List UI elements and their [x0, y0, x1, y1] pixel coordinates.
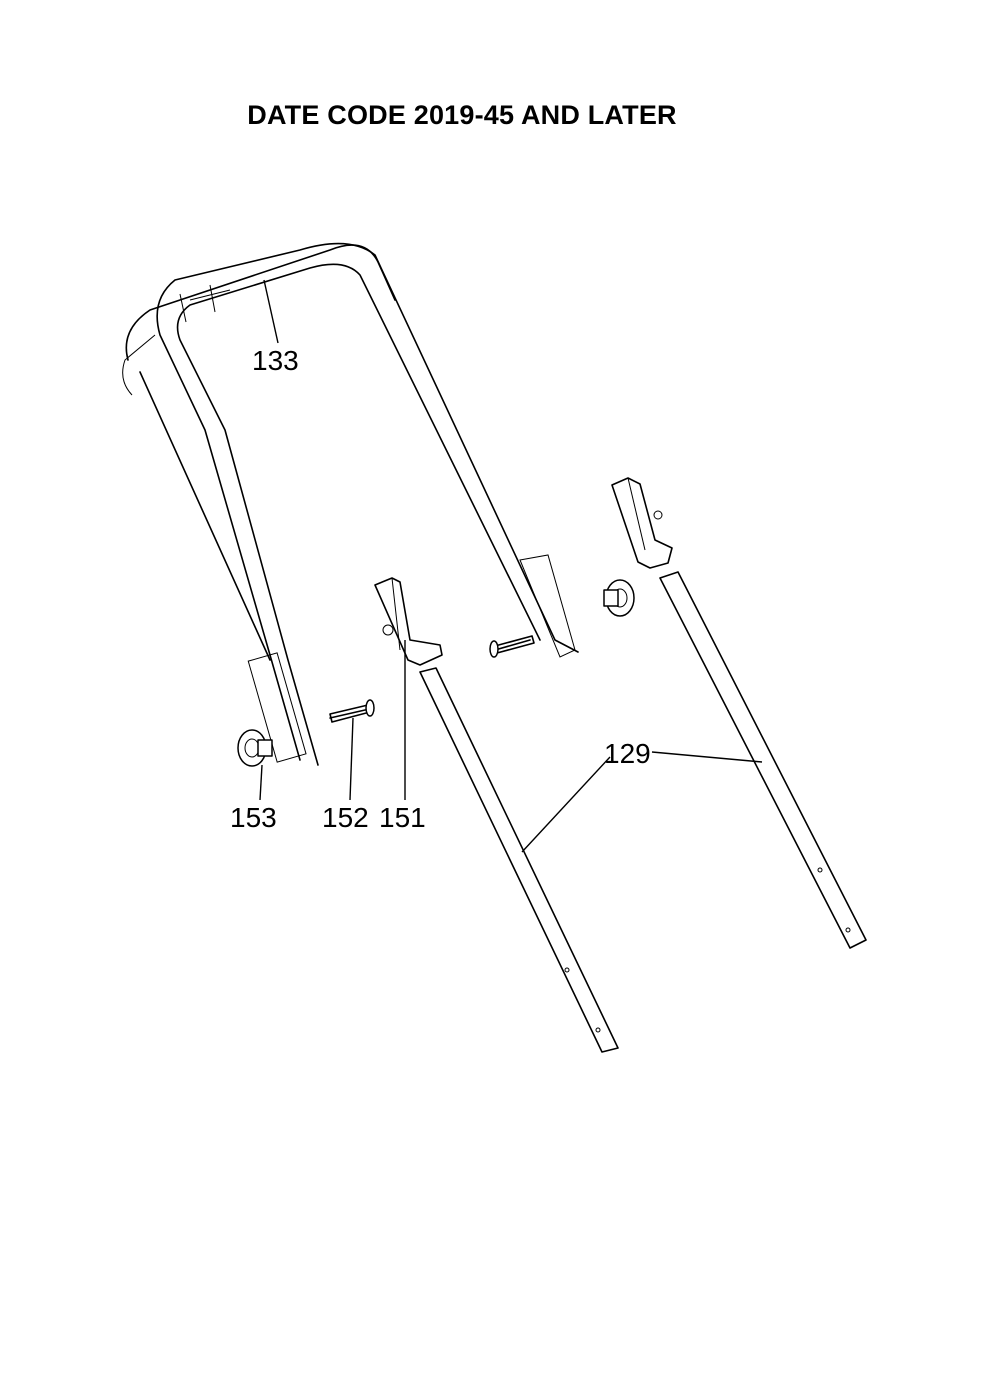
callout-153: 153	[230, 802, 277, 833]
lower-handle-part-129	[419, 571, 867, 1053]
bracket-part-151	[374, 577, 443, 666]
leader-153	[259, 764, 263, 801]
leader-152	[349, 717, 354, 801]
leader-129-left	[521, 756, 611, 853]
upper-handle-part-133	[122, 242, 579, 766]
knob-part-153	[237, 579, 635, 767]
leader-129-right	[651, 751, 763, 763]
callout-151: 151	[379, 802, 426, 833]
bolt-part-152	[329, 635, 535, 723]
page-title: DATE CODE 2019-45 AND LATER	[247, 100, 677, 130]
callout-152: 152	[322, 802, 369, 833]
bracket-part-right	[611, 477, 673, 569]
callout-133: 133	[252, 345, 299, 376]
leader-133	[263, 279, 279, 344]
callout-129: 129	[604, 738, 651, 769]
